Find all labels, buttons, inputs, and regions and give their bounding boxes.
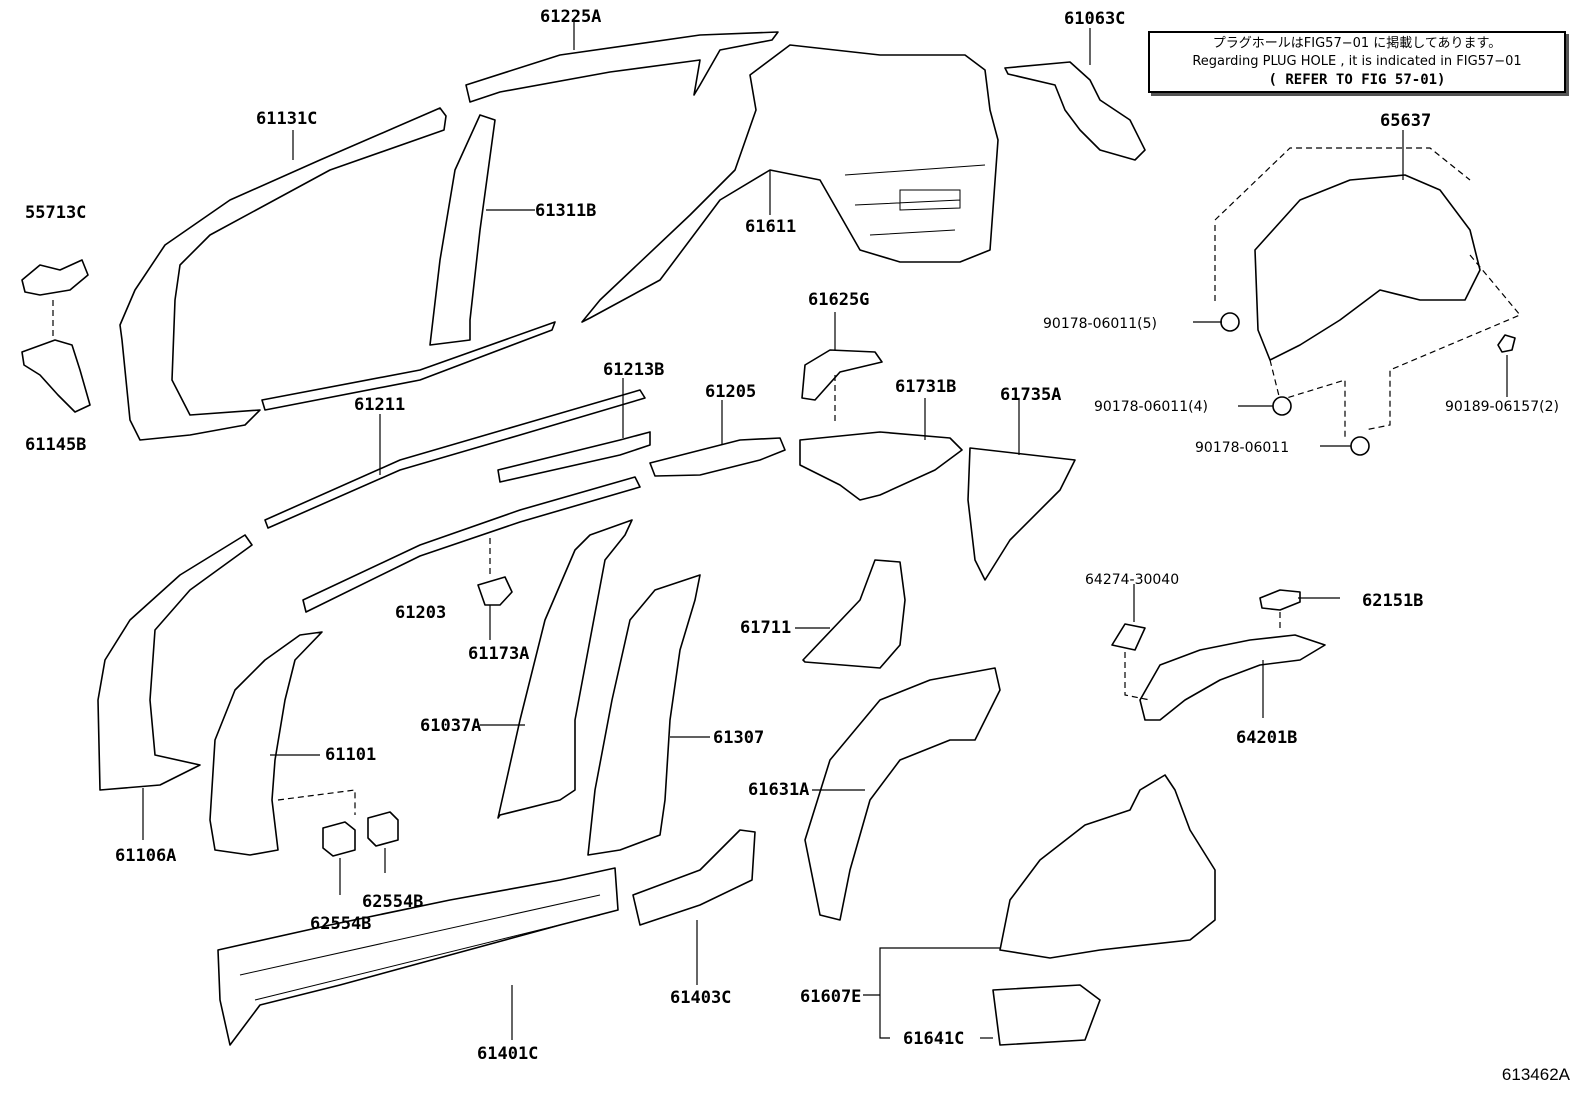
note-japanese: プラグホールはFIG57−01 に掲載してあります。 [1212,36,1502,51]
label-61711: 61711 [740,618,791,638]
figure-id: 613462A [1501,1065,1570,1084]
clip-90178-1 [1350,436,1370,456]
label-64274-30040: 64274-30040 [1085,572,1179,588]
clip-90189 [1497,334,1516,353]
note-english: Regarding PLUG HOLE , it is indicated in… [1192,54,1522,69]
reference-note: プラグホールはFIG57−01 に掲載してあります。 Regarding PLU… [1148,31,1566,93]
part-62554B-b [367,811,399,847]
label-90189-06157-2: 90189-06157(2) [1445,399,1559,415]
label-61203: 61203 [395,603,446,623]
label-61735A: 61735A [1000,385,1061,405]
label-61225A: 61225A [540,7,601,27]
label-61403C: 61403C [670,988,731,1008]
label-90178-06011: 90178-06011 [1195,440,1289,456]
label-61311B: 61311B [535,201,596,221]
part-61611 [581,44,999,323]
part-61101 [209,631,323,856]
part-61311B [429,114,496,346]
label-61625G: 61625G [808,290,869,310]
label-61213B: 61213B [603,360,664,380]
label-61307: 61307 [713,728,764,748]
label-61037A: 61037A [420,716,481,736]
part-61731B [799,431,963,501]
part-61307 [587,574,701,856]
label-90178-06011-5: 90178-06011(5) [1043,316,1157,332]
label-61173A: 61173A [468,644,529,664]
part-61131C [119,107,447,441]
part-61641C [992,984,1101,1046]
note-reference: ( REFER TO FIG 57-01) [1268,72,1446,88]
part-62554B-a [322,821,356,857]
part-61211 [264,389,646,529]
part-64274-30040 [1111,623,1146,651]
part-61711 [802,559,906,669]
label-61611: 61611 [745,217,796,237]
part-61735A [967,447,1076,581]
part-64201B [1139,634,1326,721]
part-61607E [999,774,1216,959]
part-61173A [477,576,513,606]
clip-90178-4 [1272,396,1292,416]
part-61037A [497,519,633,819]
label-61641C: 61641C [903,1029,964,1049]
label-61731B: 61731B [895,377,956,397]
part-61625G [801,349,883,401]
part-61063C [1004,61,1146,161]
part-61225A [465,31,779,103]
part-61203 [302,476,641,613]
part-65637 [1254,174,1481,361]
label-61211: 61211 [354,395,405,415]
label-65637: 65637 [1380,111,1431,131]
part-61213B [497,431,651,483]
label-61101: 61101 [325,745,376,765]
label-61205: 61205 [705,382,756,402]
label-61106A: 61106A [115,846,176,866]
label-61607E: 61607E [800,987,861,1007]
part-61145B [21,339,91,413]
part-61401C [217,867,619,1046]
label-61131C: 61131C [256,109,317,129]
part-61631A [804,667,1001,921]
label-62151B: 62151B [1362,591,1423,611]
label-61063C: 61063C [1064,9,1125,29]
label-62554B-b: 62554B [362,892,423,912]
label-61145B: 61145B [25,435,86,455]
part-55713C [21,259,89,296]
part-61205 [649,437,786,477]
label-61631A: 61631A [748,780,809,800]
label-55713C: 55713C [25,203,86,223]
part-61403C [632,829,756,926]
part-61106A [97,534,253,791]
label-62554B-a: 62554B [310,914,371,934]
part-62151B [1259,589,1301,611]
label-64201B: 64201B [1236,728,1297,748]
label-61401C: 61401C [477,1044,538,1064]
label-90178-06011-4: 90178-06011(4) [1094,399,1208,415]
clip-90178-5 [1220,312,1240,332]
